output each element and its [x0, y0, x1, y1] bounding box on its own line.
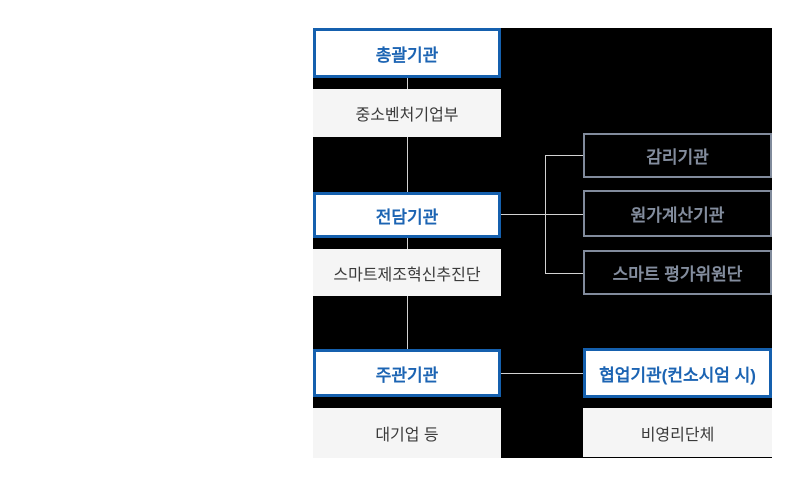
- cooperation-agency-box: 협업기관(컨소시엄 시): [583, 348, 772, 398]
- connector-chief-to-ministry: [407, 78, 408, 89]
- connector-branch-to-eval: [545, 273, 583, 274]
- chief-agency-box: 총괄기관: [313, 28, 501, 78]
- cooperation-agency-org-box: 비영리단체: [583, 408, 772, 457]
- dedicated-agency-org-box: 스마트제조혁신추진단: [313, 249, 501, 296]
- supervision-agency-box: 감리기관: [583, 133, 772, 178]
- connector-dedicated-to-branch: [501, 214, 583, 215]
- dedicated-agency-box: 전담기관: [313, 192, 501, 238]
- chief-agency-org-box: 중소벤처기업부: [313, 89, 501, 137]
- connector-dedicated-to-smartteam: [407, 238, 408, 249]
- connector-host-to-coop: [501, 373, 583, 374]
- connector-branch-to-supervision: [545, 155, 583, 156]
- smart-evaluation-committee-box: 스마트 평가위원단: [583, 250, 772, 295]
- cost-calculation-agency-box: 원가계산기관: [583, 190, 772, 237]
- host-agency-org-box: 대기업 등: [313, 408, 501, 458]
- connector-branch-vertical: [545, 155, 546, 274]
- connector-ministry-to-dedicated: [407, 137, 408, 192]
- connector-smartteam-to-host: [407, 296, 408, 349]
- host-agency-box: 주관기관: [313, 349, 501, 397]
